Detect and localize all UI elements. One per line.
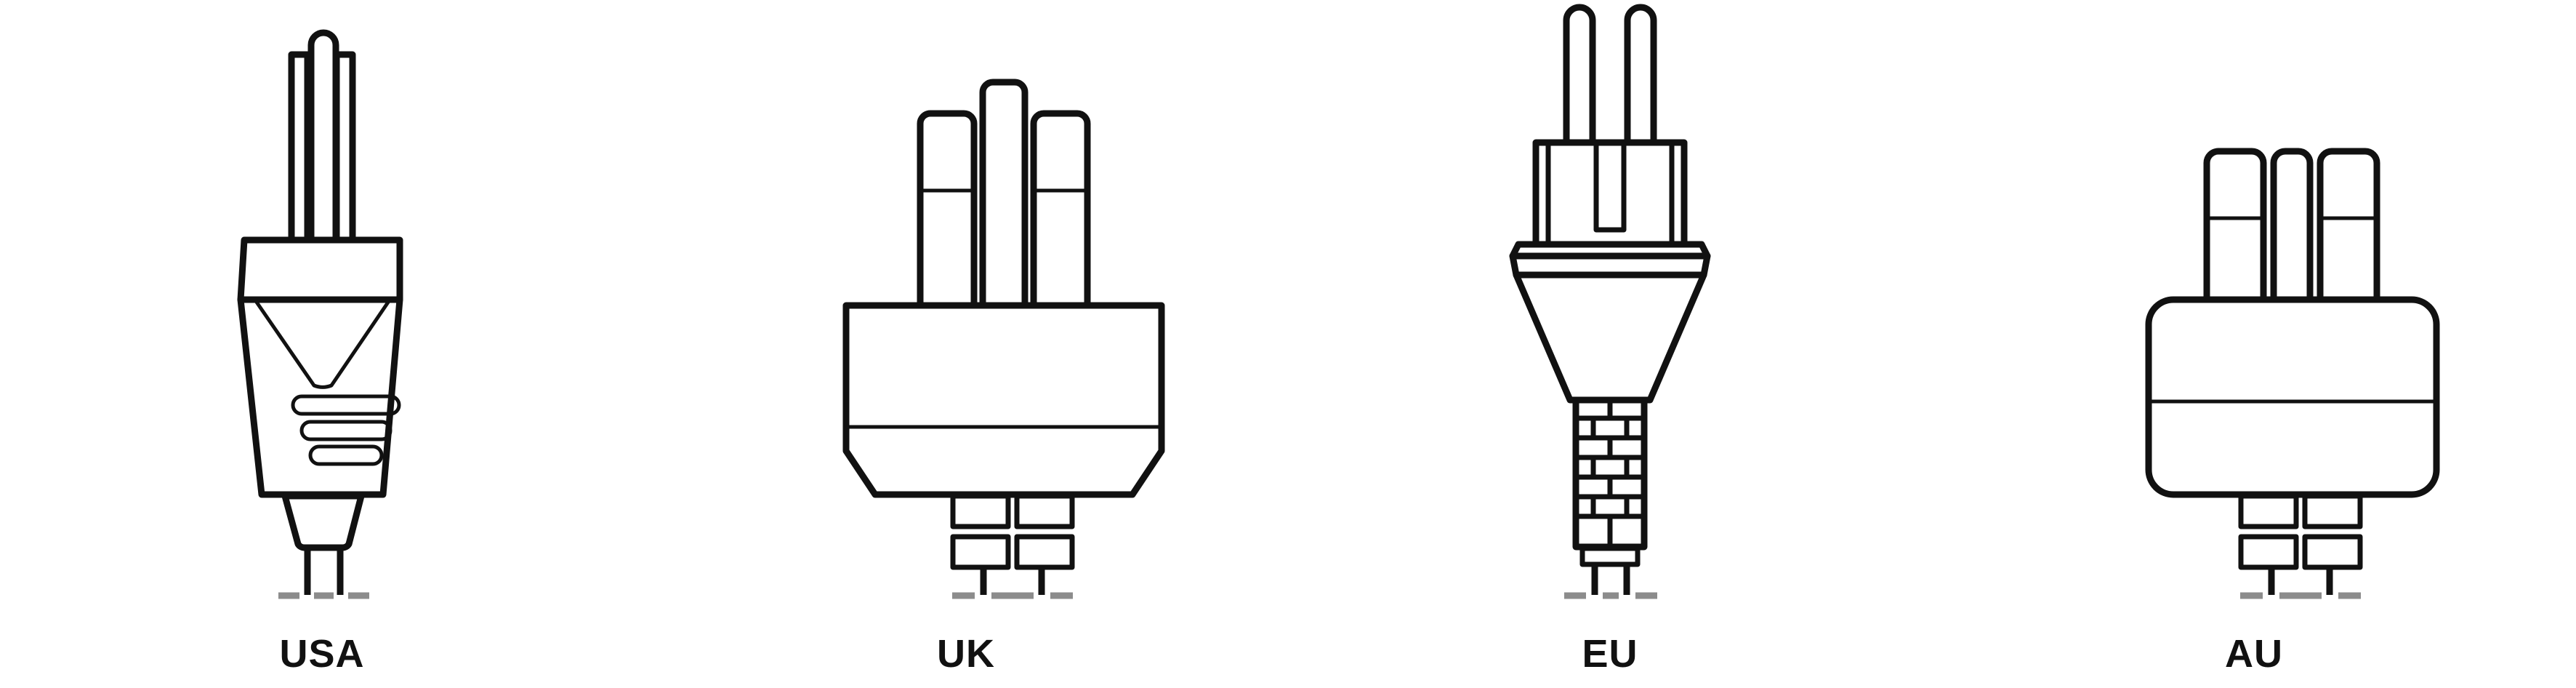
eu-pin-neutral-pin: [1624, 4, 1657, 146]
uk-strain-block-3: [950, 534, 1011, 570]
au-strain-block-2: [2302, 493, 2363, 529]
usa-collar: [237, 236, 403, 303]
plug-figure-usa: USA: [0, 0, 644, 688]
au-pin-earth-pin: [2270, 148, 2314, 303]
uk-body: [842, 302, 1165, 498]
plug-label-uk: UK: [937, 632, 995, 676]
plug-label-usa: USA: [279, 632, 365, 676]
au-cord-wires: [2268, 567, 2333, 595]
plug-figure-eu: EU: [1288, 0, 1932, 688]
uk-strain-block-1: [950, 493, 1011, 529]
usa-strain-relief: [281, 492, 365, 551]
eu-cord-wires: [1591, 564, 1630, 595]
plug-figure-uk: UK: [644, 0, 1288, 688]
uk-pin-live-pin: [917, 110, 978, 309]
au-strain-block-1: [2238, 493, 2299, 529]
eu-strain-collar: [1579, 545, 1641, 567]
plug-figure-au: AU: [1932, 0, 2576, 688]
usa-grip-ridges: [291, 394, 401, 466]
plug-label-eu: EU: [1582, 632, 1638, 676]
usa-body: [237, 296, 403, 498]
au-strain-block-4: [2302, 534, 2363, 570]
usa-grip-ridge-3: [308, 444, 384, 466]
usa-grip-ridge-2: [299, 420, 393, 441]
au-pin-active-pin: [2203, 148, 2267, 303]
uk-strain-block-4: [1014, 534, 1075, 570]
plug-illustration-au: [2145, 148, 2440, 599]
usa-grip-ridge-1: [291, 394, 401, 416]
au-body: [2145, 296, 2440, 498]
uk-pin-earth-pin: [979, 79, 1029, 309]
uk-pin-neutral-pin: [1030, 110, 1091, 309]
au-strain-block-3: [2238, 534, 2299, 570]
plug-illustration-uk: [842, 79, 1165, 599]
plug-illustration-eu: [1509, 4, 1711, 599]
usa-pin-ground-pin: [307, 29, 339, 244]
au-pin-neutral-pin: [2317, 148, 2380, 303]
au-strain-relief: [2238, 493, 2363, 570]
plug-label-au: AU: [2225, 632, 2283, 676]
usa-pin-line-blade: [288, 51, 311, 244]
eu-skirt: [1513, 271, 1707, 404]
eu-strain-corrugations: [1574, 398, 1646, 550]
usa-cord-wires: [304, 548, 344, 595]
uk-cord-wires: [980, 567, 1045, 595]
uk-strain-block-2: [1014, 493, 1075, 529]
eu-head-side-slots: [1545, 141, 1675, 246]
usa-v-ridge: [254, 299, 391, 389]
uk-strain-relief: [950, 493, 1075, 570]
eu-head-center-slot: [1593, 141, 1627, 233]
eu-pin-line-pin: [1563, 4, 1596, 146]
plug-illustration-usa: [237, 29, 403, 599]
eu-flange: [1509, 241, 1711, 279]
